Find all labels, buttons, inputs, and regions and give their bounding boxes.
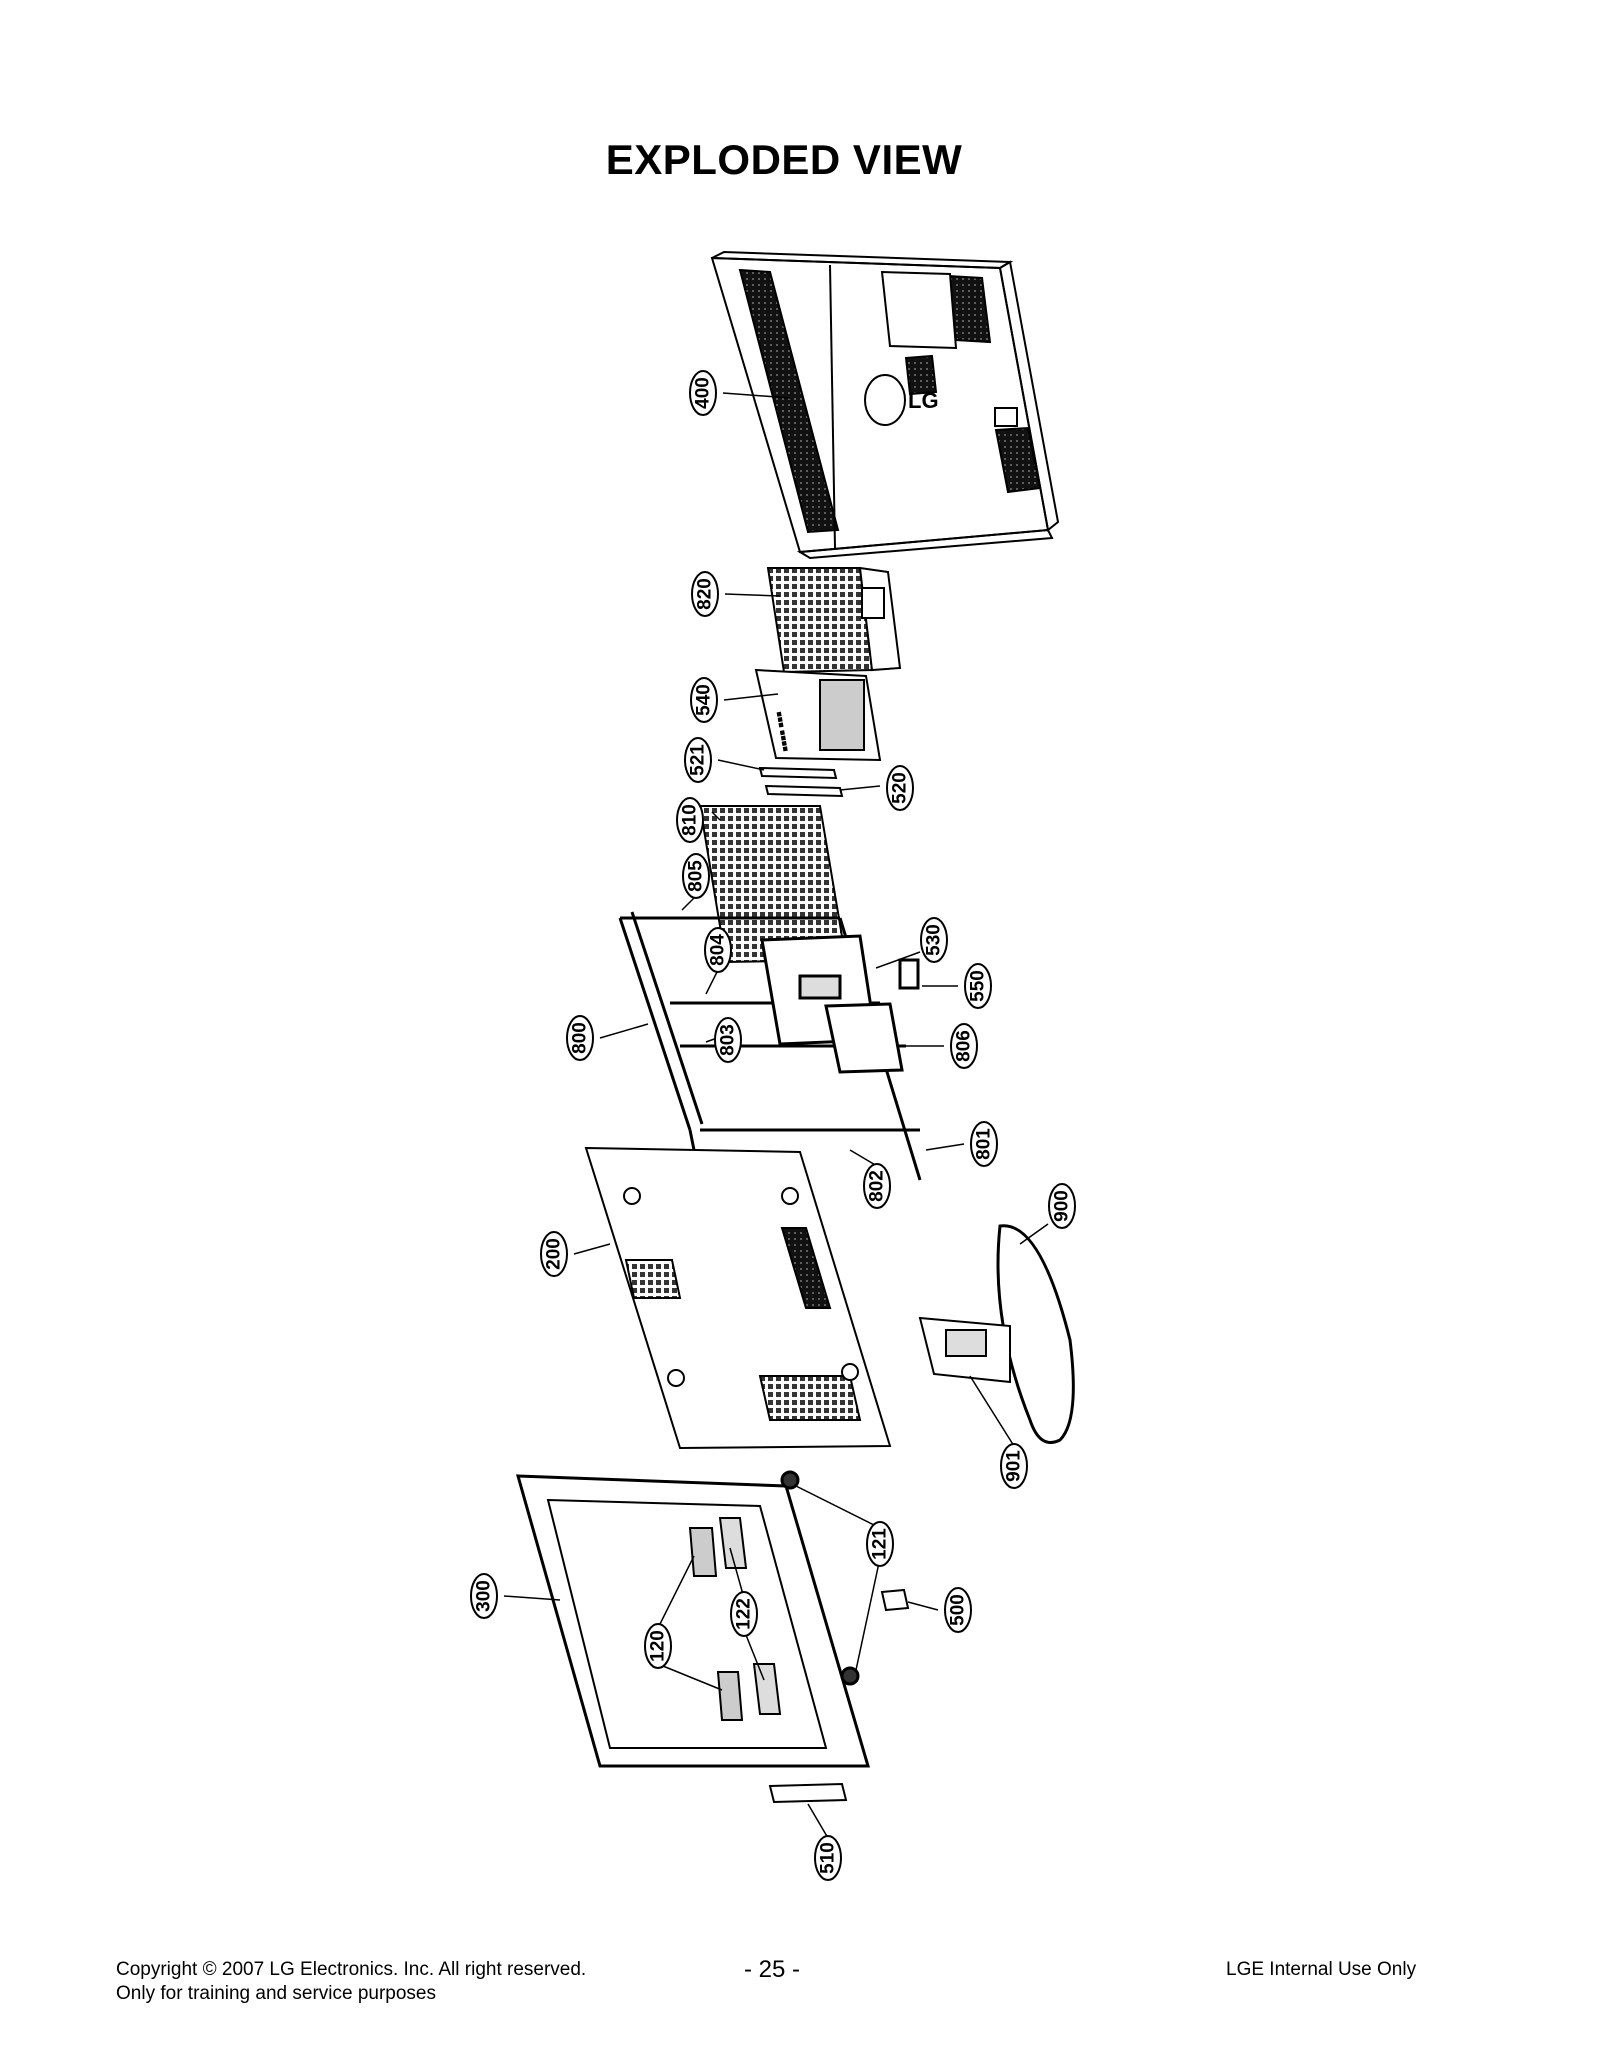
svg-text:550: 550 (968, 970, 989, 1002)
leader-lines (503, 392, 1049, 1839)
svg-text:510: 510 (818, 1842, 839, 1874)
callout-810: 810 (676, 797, 704, 843)
svg-text:121: 121 (870, 1528, 891, 1560)
callout-803: 803 (714, 1017, 742, 1063)
callout-900: 900 (1048, 1183, 1076, 1229)
callout-120: 120 (644, 1623, 672, 1669)
footer-copyright: Copyright © 2007 LG Electronics. Inc. Al… (116, 1959, 587, 1980)
svg-text:801: 801 (974, 1128, 995, 1160)
callout-300: 300 (470, 1573, 498, 1619)
svg-text:800: 800 (570, 1022, 591, 1054)
svg-text:804: 804 (708, 934, 729, 966)
svg-text:820: 820 (695, 578, 716, 610)
strip-boards-part (758, 766, 844, 798)
svg-text:400: 400 (693, 377, 714, 409)
shield-cover-part (766, 566, 902, 674)
footer-purpose: Only for training and service purposes (116, 1983, 436, 2004)
footer-internal: LGE Internal Use Only (1226, 1959, 1417, 1980)
callout-521: 521 (684, 737, 712, 783)
page-title: EXPLODED VIEW (605, 136, 963, 183)
callout-901: 901 (1000, 1443, 1028, 1489)
callout-820: 820 (691, 571, 719, 617)
callout-500: 500 (944, 1587, 972, 1633)
svg-text:521: 521 (688, 744, 709, 776)
svg-text:530: 530 (924, 924, 945, 956)
svg-text:120: 120 (648, 1630, 669, 1662)
callout-540: 540 (690, 677, 718, 723)
callout-200: 200 (540, 1231, 568, 1277)
chassis-panel-part (584, 1146, 892, 1450)
svg-text:300: 300 (474, 1580, 495, 1612)
svg-text:540: 540 (694, 684, 715, 716)
callout-805: 805 (682, 853, 710, 899)
svg-text:122: 122 (734, 1598, 755, 1630)
svg-text:900: 900 (1052, 1190, 1073, 1222)
svg-text:200: 200 (544, 1238, 565, 1270)
callout-400: 400 (689, 370, 717, 416)
footer-left: Copyright © 2007 LG Electronics. Inc. Al… (116, 1958, 586, 2006)
svg-text:901: 901 (1004, 1450, 1025, 1482)
button-bar-part (768, 1782, 848, 1804)
callout-804: 804 (704, 927, 732, 973)
callout-121: 121 (866, 1521, 894, 1567)
ir-board-part (880, 1588, 910, 1612)
svg-text:500: 500 (948, 1594, 969, 1626)
callout-806: 806 (950, 1023, 978, 1069)
callout-802: 802 (863, 1163, 891, 1209)
front-bezel-part (515, 1470, 871, 1768)
page-number: - 25 - (744, 1956, 801, 1983)
svg-text:802: 802 (867, 1170, 888, 1202)
svg-text:520: 520 (890, 772, 911, 804)
callout-530: 530 (920, 917, 948, 963)
callout-122: 122 (730, 1591, 758, 1637)
callout-550: 550 (964, 963, 992, 1009)
stand-neck-part (918, 1316, 1011, 1384)
main-board-part: ■■■ ■■■■ (754, 668, 882, 762)
svg-text:806: 806 (954, 1030, 975, 1062)
svg-text:803: 803 (718, 1024, 739, 1056)
svg-text:810: 810 (680, 804, 701, 836)
back-cover-part: LG (710, 250, 1060, 560)
callout-801: 801 (970, 1121, 998, 1167)
callout-520: 520 (886, 765, 914, 811)
callout-510: 510 (814, 1835, 842, 1881)
svg-text:LG: LG (908, 388, 939, 413)
callout-800: 800 (566, 1015, 594, 1061)
svg-text:805: 805 (686, 860, 707, 892)
support-frame-part (618, 911, 922, 1181)
